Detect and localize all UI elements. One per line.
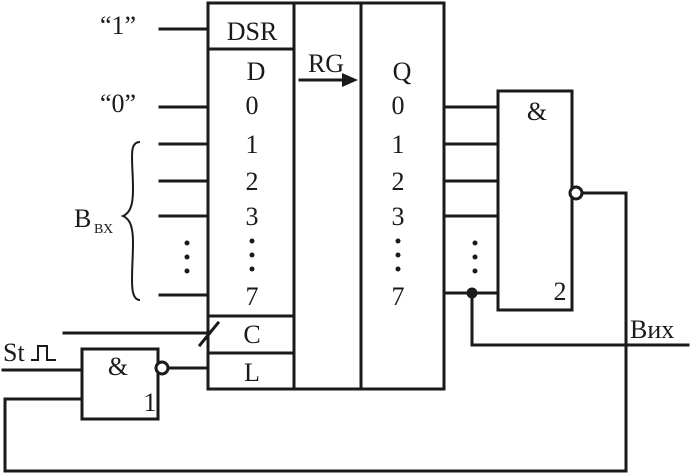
output-number: 0	[392, 91, 405, 120]
input-number: 2	[246, 167, 259, 196]
output-ellipsis	[395, 238, 401, 272]
constant-one-label: “1”	[100, 11, 136, 40]
d-label: D	[247, 57, 266, 86]
and-gate-1-body	[80, 347, 160, 421]
input-number: 3	[246, 202, 259, 231]
bus-inputs: B ВХ	[74, 141, 210, 301]
bus-label-subscript: ВХ	[94, 222, 113, 237]
bus-brace-icon	[120, 141, 141, 301]
l-label: L	[244, 358, 260, 387]
dynamic-input-mark-icon	[197, 320, 221, 348]
inversion-bubble-icon	[154, 360, 170, 376]
start-section: St & 1	[1, 338, 210, 421]
shift-arrow-icon	[298, 73, 358, 87]
start-signal-label: St	[3, 338, 25, 367]
and-gate-2: & 2	[496, 89, 584, 312]
and-gate-2-body	[496, 89, 574, 312]
input-number: 7	[246, 282, 259, 311]
and-gate-1-symbol: &	[108, 352, 128, 381]
inversion-bubble-icon	[568, 185, 584, 201]
rg-label: RG	[308, 49, 344, 78]
and-gate-2-number: 2	[554, 277, 567, 306]
output-number: 3	[392, 202, 405, 231]
gate-input-ellipsis	[472, 240, 478, 274]
bus-label-main: B	[74, 204, 91, 233]
register-block: DSR D RG Q 0 1 2 3 7 0 1 2 3 7 C	[206, 1, 446, 391]
clock-input	[62, 320, 221, 348]
constant-inputs: “1” “0”	[100, 11, 210, 118]
output-number: 7	[392, 282, 405, 311]
output-signal-label: Вих	[630, 315, 674, 344]
input-number: 0	[246, 91, 259, 120]
feedback-loop	[3, 191, 628, 473]
output-number: 1	[392, 130, 405, 159]
and-gate-1-number: 1	[144, 388, 157, 417]
input-ellipsis	[249, 238, 255, 272]
constant-zero-label: “0”	[100, 89, 136, 118]
dsr-label: DSR	[227, 17, 278, 46]
register-output-lines: Вих	[442, 105, 690, 347]
and-gate-2-symbol: &	[527, 97, 547, 126]
pulse-icon	[31, 345, 56, 361]
q-label: Q	[393, 57, 412, 86]
input-number: 1	[246, 130, 259, 159]
bus-label: B	[74, 204, 91, 233]
register-outline	[206, 1, 446, 391]
c-label: C	[243, 320, 260, 349]
bus-ellipsis	[184, 240, 190, 274]
output-number: 2	[392, 167, 405, 196]
